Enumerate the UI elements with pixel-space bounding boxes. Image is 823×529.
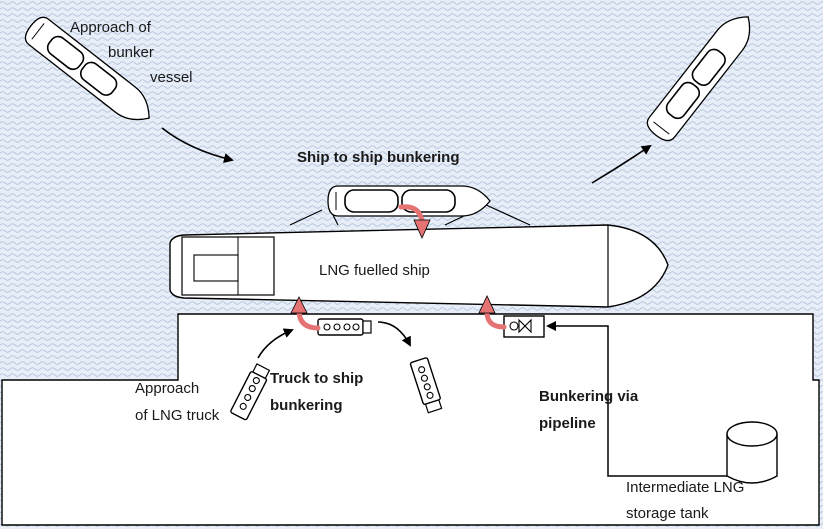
- arriving-lng-truck: [230, 363, 271, 421]
- label-truck-to-ship-line2: bunkering: [270, 397, 343, 414]
- departure-arrow: [591, 144, 652, 184]
- label-pipeline-line1: Bunkering via: [539, 388, 639, 405]
- approach-arrow: [161, 127, 234, 164]
- truck-departure-arrow: [377, 321, 411, 347]
- label-storage-line1: Intermediate LNG: [626, 479, 744, 496]
- departing-bunker-vessel: [646, 16, 751, 142]
- label-lng-fuelled-ship: LNG fuelled ship: [319, 262, 430, 279]
- transfer-arrow-ship-to-ship: [398, 204, 425, 224]
- label-ship-to-ship: Ship to ship bunkering: [297, 149, 460, 166]
- lng-fuelled-ship: [169, 224, 669, 308]
- transfer-arrow-pipeline: [484, 309, 507, 330]
- truck-approach-arrow: [257, 328, 294, 359]
- transfer-arrow-pipeline-head: [478, 295, 496, 314]
- pipeline-manifold: [503, 315, 545, 338]
- bunkering-lng-truck: [317, 318, 372, 336]
- storage-tank: [726, 421, 778, 484]
- label-truck-to-ship-line1: Truck to ship: [270, 370, 363, 387]
- approaching-bunker-vessel: [24, 16, 150, 121]
- label-approach-bunker-line3: vessel: [150, 69, 193, 86]
- transfer-arrow-truck: [296, 309, 321, 331]
- label-approach-truck-line1: Approach: [135, 380, 199, 397]
- label-approach-bunker-line2: bunker: [108, 44, 154, 61]
- transfer-arrow-truck-head: [290, 296, 308, 314]
- label-approach-bunker-line1: Approach of: [70, 19, 152, 36]
- quay-land: [1, 313, 820, 526]
- label-pipeline-line2: pipeline: [539, 415, 596, 432]
- label-storage-line2: storage tank: [626, 505, 709, 522]
- label-approach-truck-line2: of LNG truck: [135, 407, 220, 424]
- transfer-arrow-ship-to-ship-head: [413, 219, 431, 239]
- pipeline: [546, 321, 727, 477]
- departing-lng-truck: [409, 357, 443, 414]
